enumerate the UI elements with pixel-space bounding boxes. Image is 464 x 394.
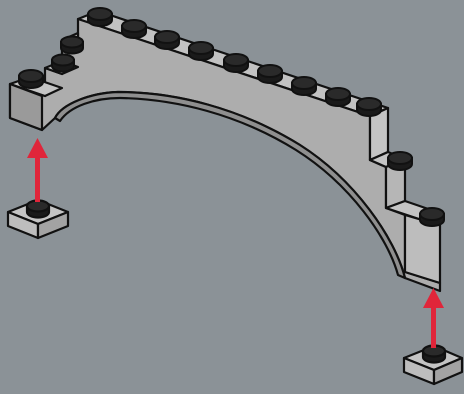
stud	[155, 31, 179, 49]
arrow-up-left	[27, 138, 48, 202]
stud	[357, 98, 381, 116]
stud	[423, 346, 445, 363]
stud	[388, 152, 412, 170]
stud	[27, 201, 49, 218]
stud	[19, 70, 43, 88]
stud	[326, 88, 350, 106]
stud	[122, 20, 146, 38]
plate-right	[404, 346, 462, 385]
stud	[292, 77, 316, 95]
stud	[258, 65, 282, 83]
arrow-up-right	[423, 288, 444, 348]
plate-left	[8, 200, 68, 238]
stud	[88, 8, 112, 26]
stud	[61, 37, 83, 54]
stud	[224, 54, 248, 72]
stud	[420, 208, 444, 226]
stud	[52, 55, 74, 72]
stud	[189, 42, 213, 60]
